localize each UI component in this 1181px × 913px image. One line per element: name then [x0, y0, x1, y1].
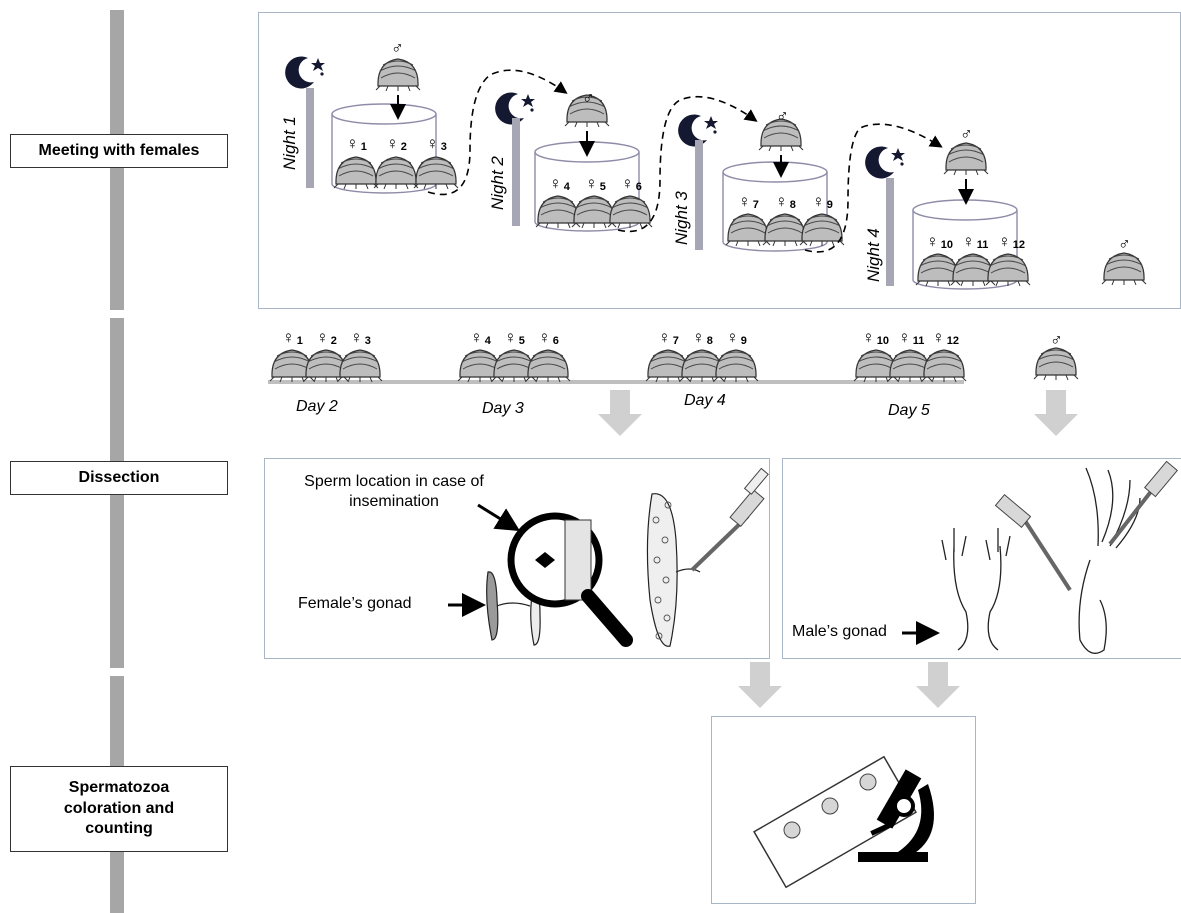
stage-meeting-label: Meeting with females	[10, 134, 228, 168]
female-label: ♀7	[658, 328, 679, 347]
night-poles	[306, 88, 894, 286]
female-label: ♀4	[470, 328, 491, 347]
female-label: ♀9	[812, 192, 833, 211]
male-gonad-drawings	[941, 467, 1141, 654]
pipette-icon	[690, 467, 769, 572]
stage-dissection-label: Dissection	[10, 461, 228, 495]
female-label: ♀4	[549, 174, 570, 193]
female-gonad-label: Female’s gonad	[298, 595, 412, 612]
pipette-icon	[994, 460, 1178, 592]
male-symbol: ♂	[776, 106, 789, 125]
male-symbol: ♂	[1050, 330, 1063, 349]
female-label: ♀6	[538, 328, 559, 347]
male-symbol: ♂	[391, 38, 404, 57]
night-4-label: Night 4	[864, 228, 883, 282]
male-symbol: ♂	[1118, 234, 1131, 253]
female-label: ♀11	[962, 232, 989, 251]
microscope-icon	[858, 769, 934, 862]
day-2-label: Day 2	[296, 398, 338, 415]
down-arrow-female	[598, 390, 642, 436]
female-label: ♀7	[738, 192, 759, 211]
day-3-label: Day 3	[482, 400, 524, 417]
female-label: ♀2	[386, 134, 407, 153]
day-5-label: Day 5	[888, 402, 930, 419]
night-2-label: Night 2	[488, 156, 507, 210]
female-label: ♀5	[504, 328, 525, 347]
female-label: ♀8	[692, 328, 713, 347]
night-1-label: Night 1	[280, 116, 299, 170]
down-arrow-male	[1034, 390, 1078, 436]
female-label: ♀12	[998, 232, 1025, 251]
male-dissection-panel	[782, 458, 1181, 659]
female-label: ♀10	[862, 328, 889, 347]
female-label: ♀5	[585, 174, 606, 193]
sperm-location-label: Sperm location in case of insemination	[304, 473, 484, 510]
down-arrow-to-count-2	[916, 662, 960, 708]
female-label: ♀3	[426, 134, 447, 153]
night-3-label: Night 3	[672, 191, 691, 245]
meeting-panel	[258, 12, 1181, 309]
female-label: ♀10	[926, 232, 953, 251]
female-label: ♀8	[775, 192, 796, 211]
female-label: ♀1	[346, 134, 367, 153]
timeline-females	[269, 347, 1079, 383]
female-label: ♀2	[316, 328, 337, 347]
male-symbol: ♂	[582, 88, 595, 107]
female-gonad-drawings	[486, 493, 701, 647]
down-arrow-to-count-1	[738, 662, 782, 708]
female-label: ♀9	[726, 328, 747, 347]
female-label: ♀12	[932, 328, 959, 347]
day-4-label: Day 4	[684, 392, 726, 409]
slide-icon	[753, 755, 917, 889]
female-label: ♀6	[621, 174, 642, 193]
male-symbol: ♂	[960, 124, 973, 143]
stage-spermatozoa-label: Spermatozoa coloration and counting	[10, 766, 228, 852]
female-label: ♀3	[350, 328, 371, 347]
female-label: ♀11	[898, 328, 925, 347]
female-label: ♀1	[282, 328, 303, 347]
magnifier-icon	[507, 512, 633, 647]
male-gonad-label: Male’s gonad	[792, 623, 887, 640]
